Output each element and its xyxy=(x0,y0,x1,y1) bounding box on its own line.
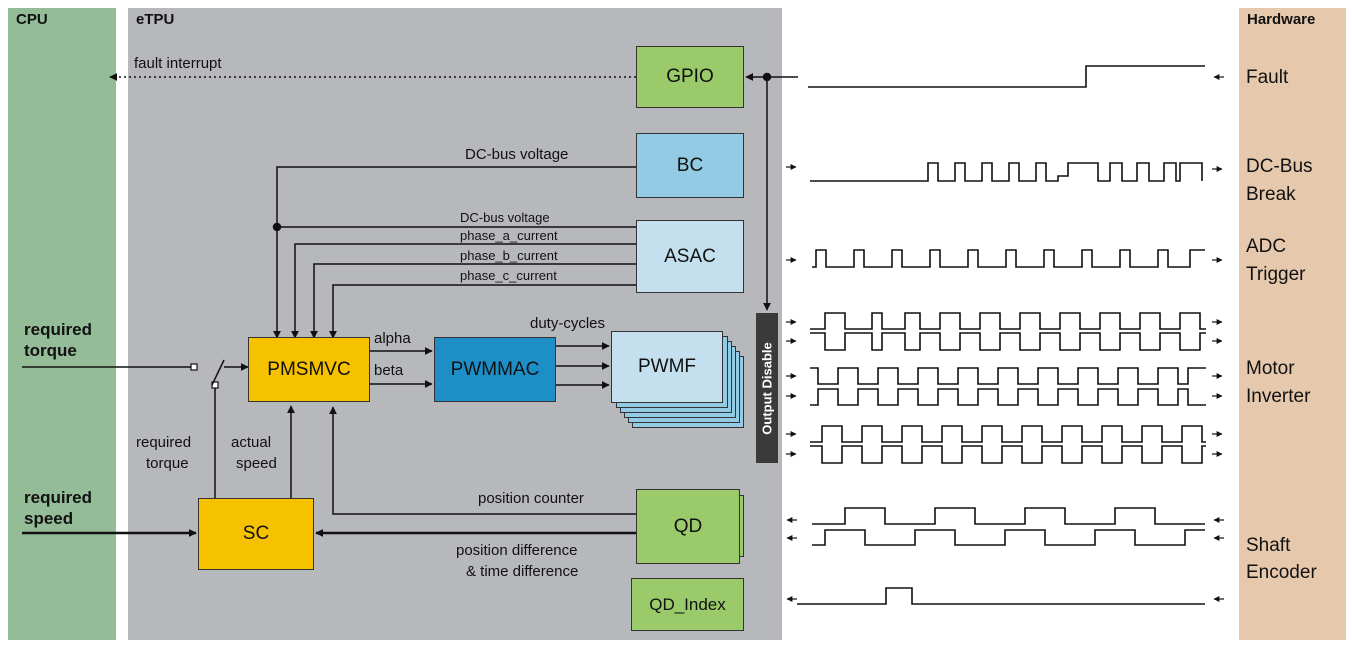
output-disable-bar: Output Disable xyxy=(756,313,778,463)
position-difference-label-1: position difference xyxy=(456,542,578,559)
phase-a-line xyxy=(291,243,636,339)
bc-block: BC xyxy=(636,133,744,198)
dc-bus-voltage-label: DC-bus voltage xyxy=(465,146,569,163)
inverter-waveform-3 xyxy=(810,367,1206,385)
required-speed-label-2: speed xyxy=(24,509,74,528)
beta-label: beta xyxy=(374,362,404,379)
encoder-waveform-a xyxy=(812,507,1205,525)
dc-bus-break-label-2: Break xyxy=(1246,184,1296,205)
pmsmvc-block: PMSMVC xyxy=(248,337,370,402)
phase-c-label: phase_c_current xyxy=(460,268,557,283)
etpu-title: eTPU xyxy=(136,11,175,28)
hardware-region: Hardware xyxy=(1239,8,1346,640)
actual-speed-label-1: actual xyxy=(231,434,272,451)
dc-bus-break-label-1: DC-Bus xyxy=(1246,156,1313,177)
cpu-region: CPU xyxy=(8,8,116,640)
inverter-waveform-4 xyxy=(810,388,1206,406)
inverter-waveform-2 xyxy=(810,332,1206,351)
alpha-label: alpha xyxy=(374,330,411,347)
fault-hw-label: Fault xyxy=(1246,67,1289,88)
adc-trigger-label-1: ADC xyxy=(1246,236,1287,257)
qd-block: QD xyxy=(636,489,740,564)
motor-inverter-label-2: Inverter xyxy=(1246,386,1311,407)
fault-waveform xyxy=(808,65,1205,88)
required-torque-label-2: torque xyxy=(24,341,77,360)
waveforms xyxy=(797,65,1206,605)
fault-interrupt-label: fault interrupt xyxy=(134,55,222,72)
hardware-title: Hardware xyxy=(1247,11,1316,28)
position-difference-label-2: & time difference xyxy=(466,563,579,580)
inverter-waveform-1 xyxy=(810,312,1206,330)
phase-a-label: phase_a_current xyxy=(460,228,558,243)
pwmf-block: PWMF xyxy=(611,331,723,403)
motor-inverter-label-1: Motor xyxy=(1246,358,1295,379)
position-counter-label: position counter xyxy=(478,490,584,507)
shaft-encoder-label-2: Encoder xyxy=(1246,562,1317,583)
inverter-waveform-5 xyxy=(810,425,1206,443)
encoder-waveform-b xyxy=(812,529,1205,546)
dc-bus-break-waveform xyxy=(810,162,1203,182)
phase-c-line xyxy=(329,284,636,339)
sc-block: SC xyxy=(198,498,314,570)
gpio-block: GPIO xyxy=(636,46,744,108)
asac-block: ASAC xyxy=(636,220,744,293)
qd-index-waveform xyxy=(797,587,1205,605)
output-disable-label: Output Disable xyxy=(759,341,775,435)
sc-required-torque-label-2: torque xyxy=(146,455,189,472)
phase-b-line xyxy=(310,263,636,339)
adc-trigger-label-2: Trigger xyxy=(1246,264,1306,285)
dc-bus-voltage-line xyxy=(273,166,636,339)
qd-index-block: QD_Index xyxy=(631,578,744,631)
dc-bus-voltage-asac-label: DC-bus voltage xyxy=(460,210,550,225)
inverter-waveform-6 xyxy=(810,445,1206,464)
sc-required-torque-label-1: required xyxy=(136,434,192,451)
adc-trigger-waveform xyxy=(812,249,1205,268)
shaft-encoder-label-1: Shaft xyxy=(1246,535,1291,556)
cpu-title: CPU xyxy=(16,11,48,28)
actual-speed-label-2: speed xyxy=(236,455,277,472)
pwmmac-block: PWMMAC xyxy=(434,337,556,402)
duty-cycles-label: duty-cycles xyxy=(530,315,606,332)
required-speed-label-1: required xyxy=(24,488,93,507)
phase-b-label: phase_b_current xyxy=(460,248,558,263)
required-torque-label-1: required xyxy=(24,320,93,339)
